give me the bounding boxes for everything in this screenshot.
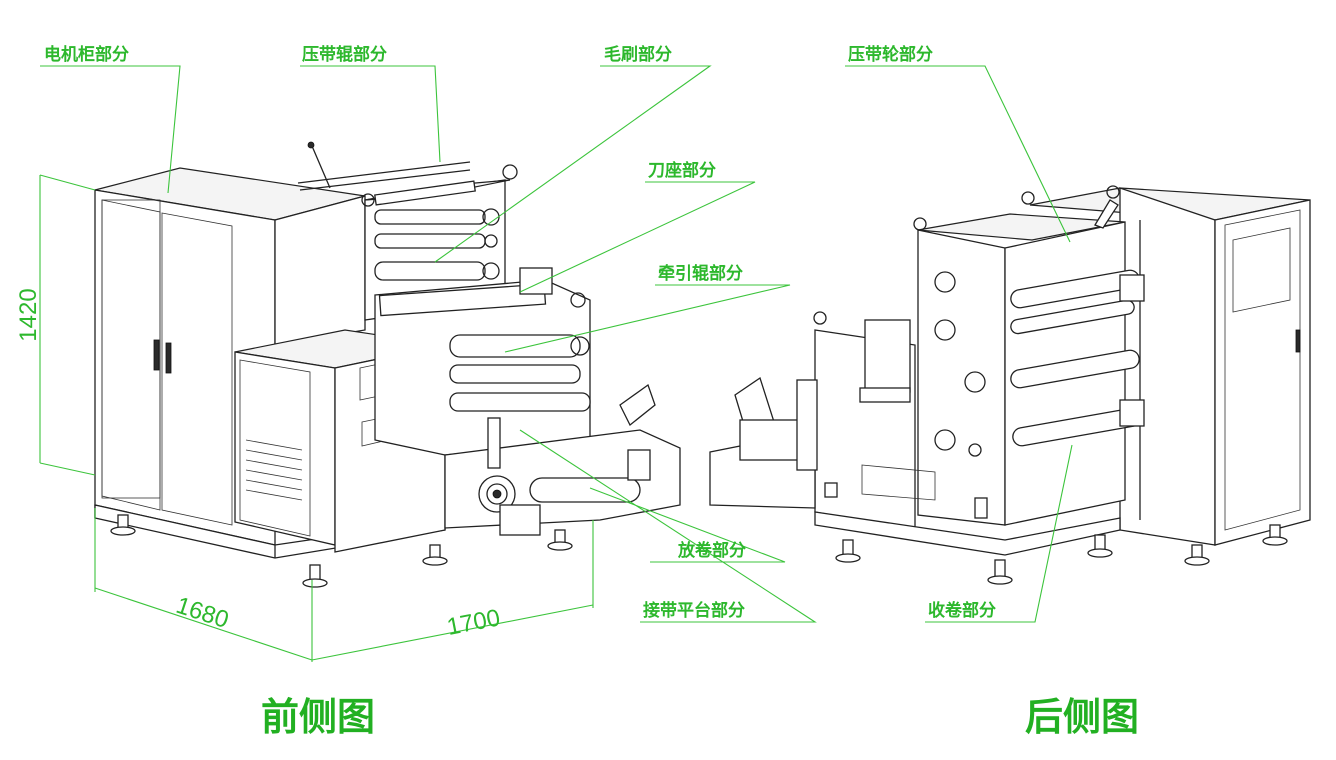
rear-frame <box>913 185 1145 526</box>
rear-base <box>814 511 1121 585</box>
label-brush: 毛刷部分 <box>604 44 672 65</box>
leader-lines <box>40 65 1073 623</box>
rear-unwind <box>709 311 936 531</box>
dimension-depth: 1700 <box>445 604 503 641</box>
label-rewind: 收卷部分 <box>928 600 996 621</box>
label-traction-roller: 牵引辊部分 <box>658 263 743 284</box>
dimension-height: 1420 <box>15 288 42 341</box>
label-splice-table: 接带平台部分 <box>643 600 745 621</box>
middle-frame <box>374 267 656 456</box>
motor-cabinet <box>94 167 446 559</box>
dimension-width: 1680 <box>173 592 232 634</box>
upper-frame <box>297 141 518 321</box>
label-press-wheel: 压带轮部分 <box>848 44 933 65</box>
rear-machine-drawing <box>709 185 1311 585</box>
label-press-roller: 压带辊部分 <box>302 44 387 65</box>
front-view-title: 前侧图 <box>261 695 375 739</box>
view-titles: 前侧图 后侧图 <box>261 695 1139 739</box>
label-knife-seat: 刀座部分 <box>648 160 716 181</box>
front-machine-drawing <box>94 141 681 588</box>
rear-view-title: 后侧图 <box>1025 695 1139 739</box>
label-unwind: 放卷部分 <box>677 540 746 561</box>
labels: 电机柜部分 压带辊部分 毛刷部分 刀座部分 牵引辊部分 放卷部分 接带平台部分 … <box>44 44 996 621</box>
label-motor-cabinet: 电机柜部分 <box>44 44 129 65</box>
front-feet <box>110 514 573 588</box>
dimension-lines <box>39 174 594 662</box>
